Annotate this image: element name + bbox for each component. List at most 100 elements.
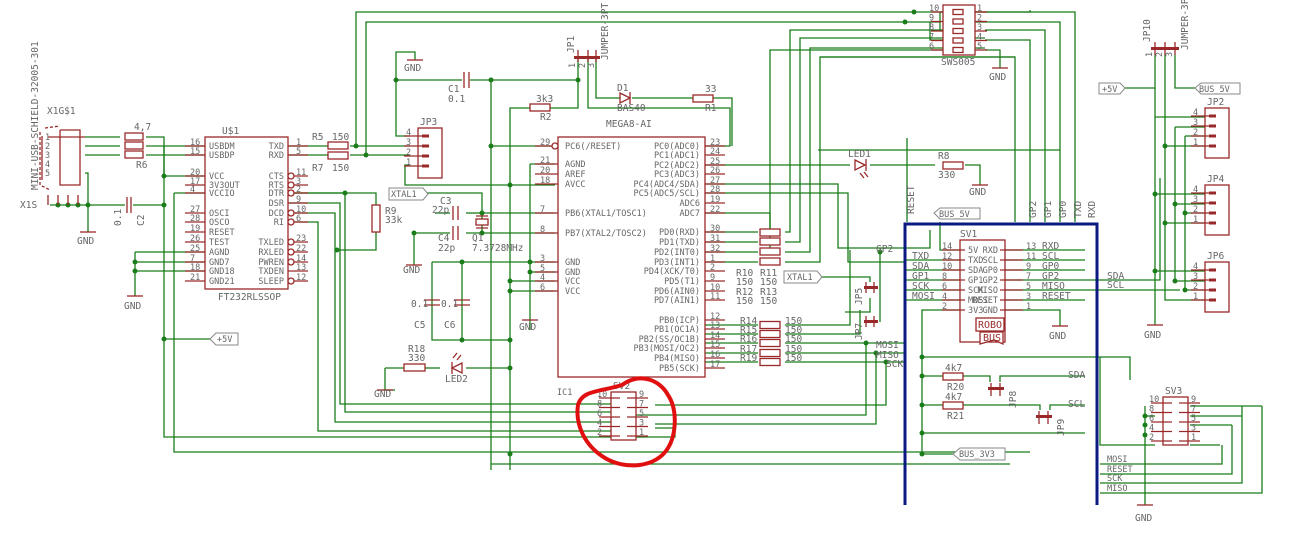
resistor-r20[interactable]: 4k7 R20 — [942, 363, 964, 393]
usb-pin-4: 4 — [45, 160, 50, 170]
diode-d1[interactable]: D1 BAS40 — [617, 83, 646, 114]
robobus-logo-top: ROBO — [978, 320, 1002, 331]
ft232-pin-label: DSR — [269, 199, 285, 209]
mega8-pin-label: PB6(XTAL1/TOSC1) — [565, 209, 647, 219]
jumper-jp5[interactable]: JP5 — [854, 282, 878, 305]
ft232-pin-inverter — [287, 209, 295, 217]
jumper-jp7[interactable]: JP7 — [854, 316, 878, 340]
sv1-pin-num: 8 — [942, 272, 947, 282]
capacitor-c3[interactable]: C3 22p — [432, 196, 459, 220]
mega8-pin-label: PB4(MISO) — [654, 354, 700, 364]
jp7-ref: JP7 — [854, 323, 865, 340]
resistor-r1[interactable]: 33 R1 — [692, 84, 717, 114]
mega8-pin-label: PC0(ADC0) — [654, 142, 700, 152]
c2-ref: C2 — [136, 215, 147, 226]
sws-pin-num: 2 — [977, 14, 982, 24]
r17-ref: R17 — [740, 344, 757, 355]
capacitor-c4[interactable]: C4 22p — [438, 226, 459, 254]
gnd-label: GND — [1049, 331, 1066, 342]
sv1-pin-num: 10 — [942, 262, 952, 272]
led1[interactable]: LED1 — [848, 149, 871, 179]
r14-ref: R14 — [740, 316, 757, 327]
jp10-part: JUMPER-3PT — [1180, 0, 1191, 50]
ft232-pin-label: RXLED — [258, 248, 284, 258]
capacitor-c1[interactable]: C1 0.1 — [448, 72, 470, 105]
capacitor-c6[interactable]: 0.1 C6 — [441, 299, 470, 331]
led2-ref: LED2 — [445, 374, 468, 385]
resistor-r7[interactable]: R7 150 — [312, 151, 349, 174]
resistor-r4-r6[interactable]: 4,7 R6 — [124, 122, 151, 171]
robobus-logo-box — [975, 317, 1005, 332]
robobus-net — [903, 222, 1099, 505]
jp2-pin-pad — [1209, 124, 1216, 128]
jumper-jp9[interactable]: JP9 — [1036, 411, 1067, 436]
resistor-r2[interactable]: 3k3 R2 — [529, 94, 553, 123]
crystal-q1[interactable]: Q1 7.3728MHz — [472, 215, 523, 254]
resistor-r9[interactable]: R9 33k — [371, 204, 402, 233]
net-reset-label: RESET — [906, 185, 917, 214]
ft232-ref: U$1 — [222, 126, 239, 137]
mega8-pin-num: 32 — [710, 244, 720, 254]
capacitor-c2[interactable]: 0.1 C2 — [113, 197, 147, 226]
jp6-ref: JP6 — [1207, 251, 1224, 262]
sv2-pin-num: 1 — [639, 428, 644, 438]
capacitor-c5[interactable]: 0.1 C5 — [411, 299, 440, 331]
resistor-r8[interactable]: R8 330 — [938, 151, 964, 181]
ft232-pin-label: OSCO — [209, 218, 229, 228]
jp3-pin-pad — [422, 164, 429, 168]
r15-value: 150 — [785, 325, 802, 336]
usb-connector[interactable]: 1 2 3 4 5 X1G$1 X1S MINI-USB-SCHIELD-320… — [20, 41, 85, 211]
r2-value: 3k3 — [536, 94, 553, 105]
jumper-jp8[interactable]: JP8 — [988, 383, 1019, 408]
sv1-pin-label: 5V — [968, 246, 978, 256]
jp6-pin-pad — [1209, 278, 1216, 282]
mega8-pin-num: 18 — [540, 176, 550, 186]
sv1-pin-num: 11 — [1026, 252, 1036, 262]
resistor-r17 — [759, 348, 781, 358]
jp6-pin-pad — [1209, 298, 1216, 302]
resistor-array-r10-r13[interactable]: R10 R11 150 150 R12 R13 150 150 — [736, 228, 781, 307]
c1-value: 0.1 — [448, 94, 465, 105]
r19-ref: R19 — [740, 353, 757, 364]
sv3-net-reset: RESET — [1107, 465, 1133, 475]
jumper-jp10[interactable]: 1 2 3 JP10 JUMPER-3PT — [1142, 0, 1191, 57]
mega8-pin-label: PB3(MOSI/OC2) — [633, 344, 700, 354]
highlight-circle — [575, 376, 677, 468]
jp4-pin-pad — [1209, 191, 1216, 195]
gnd-symbol: GND — [124, 295, 143, 312]
gnd-label: GND — [519, 322, 536, 333]
mega8-pin-num: 11 — [710, 292, 720, 302]
mega8-pin-label: PC4(ADC4/SDA) — [633, 180, 700, 190]
resistor-r21[interactable]: 4k7 R21 — [942, 392, 964, 422]
resistor-r5[interactable]: R5 150 — [312, 132, 349, 150]
mega8-pin-num: 5 — [540, 264, 545, 274]
mega8-pin-label: PC5(ADC5/SCL) — [633, 189, 700, 199]
r8-value: 330 — [938, 170, 955, 181]
jp3-pin-pad — [422, 134, 429, 138]
jp1-ref: JP1 — [566, 36, 577, 53]
led2[interactable]: LED2 — [445, 352, 468, 385]
mega8-pin-num: 16 — [710, 350, 720, 360]
jp2-pin-num: 2 — [1193, 128, 1198, 138]
resistor-r18[interactable]: R18 330 — [403, 344, 426, 372]
jumper-jp1[interactable]: 1 2 3 JP1 JUMPER-3PT — [566, 3, 611, 68]
sws-switch-lever — [952, 46, 964, 54]
sv1-pin-num: 1 — [1026, 302, 1031, 312]
r1-ref: R1 — [705, 103, 717, 114]
ft232-pin-label: GND18 — [209, 267, 235, 277]
mega8-pin-label: AREF — [565, 170, 585, 180]
sv1-pin-label: RESET — [972, 296, 998, 306]
gnd-label: GND — [1135, 513, 1152, 524]
sv1-ref: SV1 — [960, 229, 977, 240]
